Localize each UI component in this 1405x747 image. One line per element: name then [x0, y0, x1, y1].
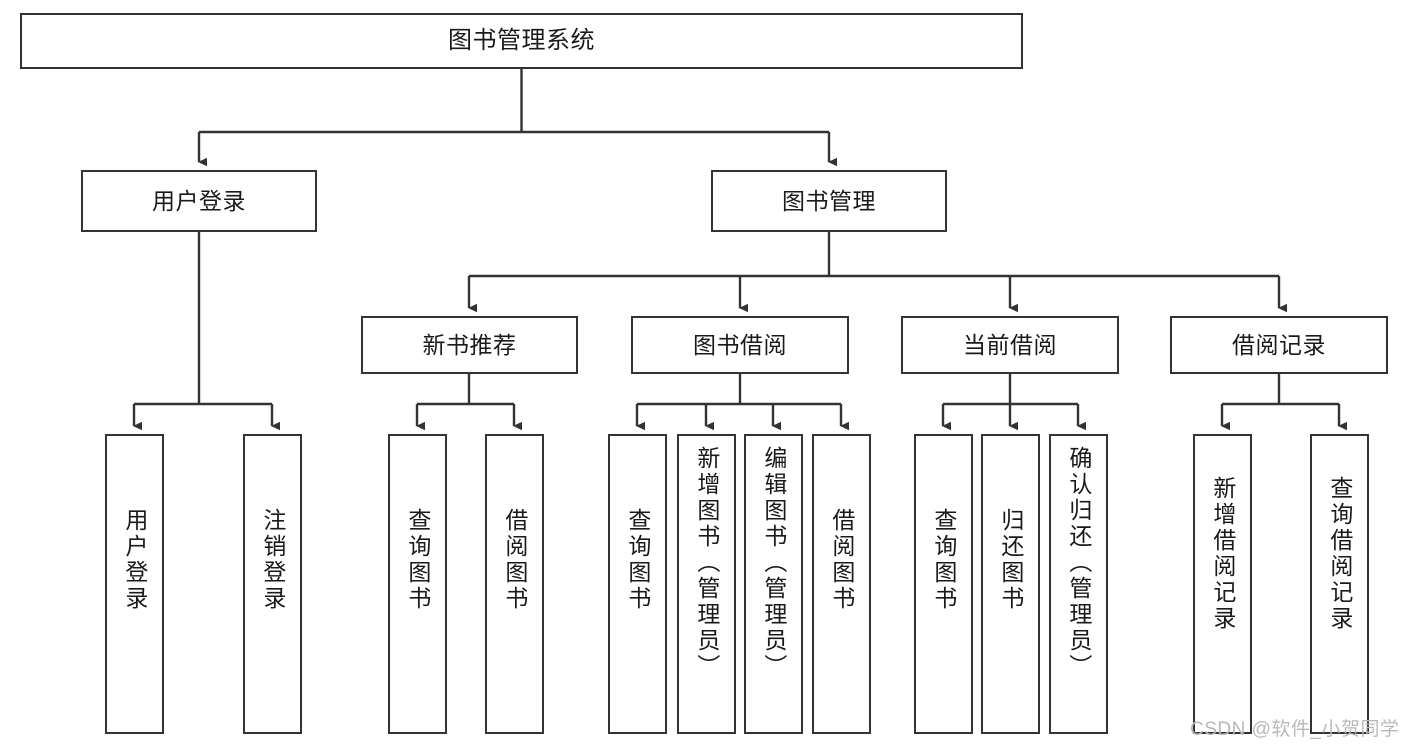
node-label: 图书管理系统 — [448, 27, 595, 54]
node-label: 借阅图书 — [828, 508, 855, 612]
node-new-book-recommend[interactable]: 新书推荐 — [361, 316, 578, 374]
node-user-login[interactable]: 用户登录 — [81, 170, 317, 232]
node-label: 当前借阅 — [963, 331, 1057, 358]
node-label: 查询图书 — [404, 508, 431, 612]
node-current-borrow[interactable]: 当前借阅 — [901, 316, 1119, 374]
csdn-watermark: CSDN @软件_小贺同学 — [1190, 719, 1400, 740]
node-label: 新书推荐 — [422, 331, 517, 358]
leaf-book-borrow-query[interactable]: 查询图书 — [608, 434, 667, 734]
node-label: 图书借阅 — [693, 331, 787, 358]
node-label: 查询借阅记录 — [1326, 476, 1353, 632]
leaf-new-book-borrow[interactable]: 借阅图书 — [485, 434, 544, 734]
node-label: 归还图书 — [997, 508, 1024, 612]
node-label: 查询图书 — [930, 508, 957, 612]
node-label: 用户登录 — [121, 508, 148, 612]
node-book-borrow[interactable]: 图书借阅 — [631, 316, 849, 374]
node-label: 确认归还（管理员） — [1065, 446, 1092, 680]
leaf-borrow-record-add[interactable]: 新增借阅记录 — [1193, 434, 1252, 734]
node-label: 借阅记录 — [1232, 331, 1326, 358]
leaf-user-login-signout[interactable]: 注销登录 — [243, 434, 302, 734]
leaf-book-borrow-edit[interactable]: 编辑图书（管理员） — [744, 434, 803, 734]
leaf-current-borrow-query[interactable]: 查询图书 — [914, 434, 973, 734]
node-label: 查询图书 — [624, 508, 651, 612]
node-label: 用户登录 — [152, 187, 246, 214]
leaf-book-borrow-add[interactable]: 新增图书（管理员） — [677, 434, 736, 734]
leaf-user-login-signin[interactable]: 用户登录 — [105, 434, 164, 734]
node-borrow-record[interactable]: 借阅记录 — [1170, 316, 1388, 374]
node-label: 图书管理 — [782, 187, 876, 214]
node-label: 注销登录 — [259, 508, 286, 612]
leaf-current-borrow-confirm[interactable]: 确认归还（管理员） — [1049, 434, 1108, 734]
leaf-book-borrow-lend[interactable]: 借阅图书 — [812, 434, 871, 734]
node-root-system[interactable]: 图书管理系统 — [20, 13, 1023, 69]
node-book-management[interactable]: 图书管理 — [711, 170, 947, 232]
leaf-new-book-query[interactable]: 查询图书 — [388, 434, 447, 734]
node-label: 新增图书（管理员） — [693, 446, 720, 680]
leaf-current-borrow-return[interactable]: 归还图书 — [981, 434, 1040, 734]
leaf-borrow-record-query[interactable]: 查询借阅记录 — [1310, 434, 1369, 734]
node-label: 借阅图书 — [501, 508, 528, 612]
node-label: 新增借阅记录 — [1209, 476, 1236, 632]
node-label: 编辑图书（管理员） — [760, 446, 787, 680]
